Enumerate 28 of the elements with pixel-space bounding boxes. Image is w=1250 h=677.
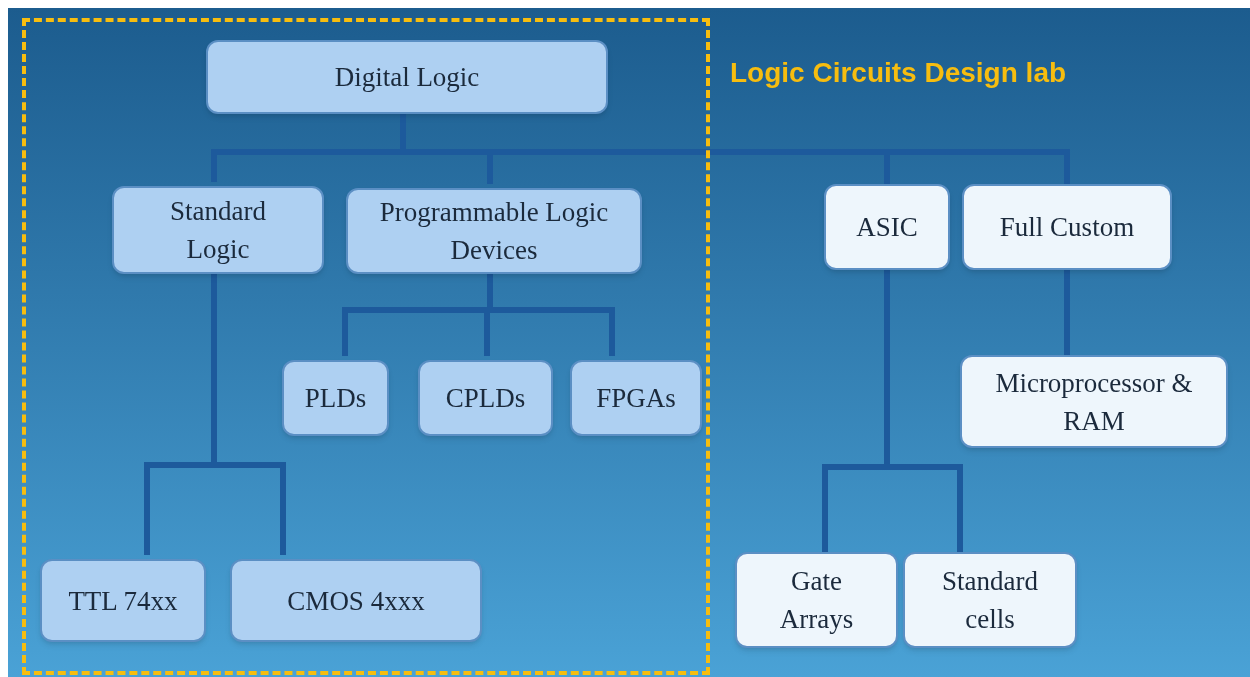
box-label: Digital Logic [334, 61, 480, 94]
category-box [962, 184, 1172, 270]
region-heading: Logic Circuits Design lab [730, 56, 1067, 90]
category-box [112, 186, 324, 274]
connector-line [1064, 270, 1070, 355]
category-box [346, 188, 642, 274]
box-label: FPGAs [596, 382, 676, 415]
category-box [230, 559, 482, 642]
box-label: Gate Arrays [778, 565, 855, 636]
category-box [418, 360, 553, 436]
box-label: Microprocessor & RAM [994, 366, 1194, 438]
box-label: Standard cells [941, 565, 1039, 636]
box-label: CMOS 4xxx [287, 584, 425, 618]
box-label: PLDs [304, 382, 367, 415]
category-box [570, 360, 702, 436]
category-box [735, 552, 898, 648]
box-label: TTL 74xx [68, 584, 178, 618]
category-box [960, 355, 1228, 448]
category-box [824, 184, 950, 270]
box-label: CPLDs [445, 382, 526, 415]
box-label: ASIC [856, 211, 918, 244]
category-box [40, 559, 206, 642]
category-box [206, 40, 608, 114]
box-label: Full Custom [999, 211, 1135, 244]
category-box [903, 552, 1077, 648]
box-label: Programmable Logic Devices [378, 196, 610, 267]
category-box [282, 360, 389, 436]
box-label: Standard Logic [169, 195, 267, 266]
